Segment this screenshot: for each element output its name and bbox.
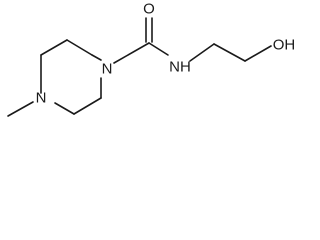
bond-ring-n-carbonyl xyxy=(113,42,150,64)
atom-label-carbonyl-oxygen: O xyxy=(143,1,155,18)
hydroxyethyl-chain xyxy=(189,43,272,62)
atom-label-hydroxyl: OH xyxy=(273,37,296,54)
bond-n-methyl xyxy=(7,101,34,117)
bond-ring-left-top xyxy=(40,39,68,56)
bond-ring-top xyxy=(66,39,93,56)
carboxamide-group xyxy=(113,17,169,64)
piperazine-ring xyxy=(40,39,102,115)
atom-label-ring-nitrogen-amide: N xyxy=(102,61,113,78)
bond-ch2-ch2 xyxy=(213,43,246,62)
bond-ch2-oh xyxy=(244,45,272,62)
atom-label-amide-nh: NH xyxy=(169,59,191,76)
bond-ring-bottom xyxy=(73,97,102,115)
chemical-structure-diagram: O N N NH OH xyxy=(7,1,296,117)
bond-nh-ch2 xyxy=(189,43,215,62)
bond-n-ring-bottom xyxy=(54,102,75,115)
atom-label-ring-nitrogen-methyl: N xyxy=(36,90,47,107)
bond-ring-n-top xyxy=(91,54,102,61)
bond-carbonyl-nh xyxy=(148,42,169,56)
